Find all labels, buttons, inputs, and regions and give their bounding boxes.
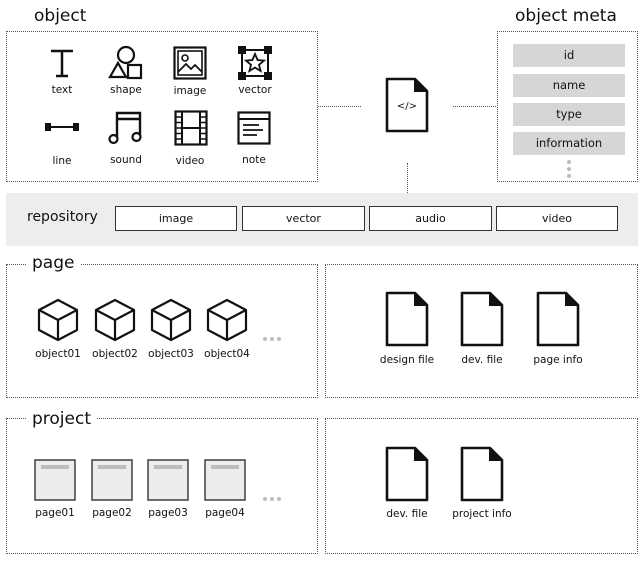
object-title: object (28, 6, 93, 26)
meta-field-type: type (513, 103, 625, 126)
meta-field-information: information (513, 132, 625, 155)
project-page-label: page02 (92, 507, 132, 519)
repository-title: repository (27, 209, 98, 225)
file-icon (460, 291, 504, 347)
more-objects-dots (263, 326, 284, 345)
image-icon (173, 46, 207, 80)
repository-item-audio[interactable]: audio (369, 206, 492, 231)
page-file-label: dev. file (461, 354, 503, 366)
project-title: project (26, 409, 98, 429)
project-page-label: page04 (205, 507, 245, 519)
line-icon (45, 123, 79, 131)
project-file-label: project info (452, 508, 512, 520)
object-item-label: note (242, 154, 266, 166)
more-meta-dots (567, 160, 571, 181)
object-item-label: image (173, 85, 207, 97)
file-icon (385, 291, 429, 347)
page-object-label: object04 (204, 348, 250, 360)
code-file-icon (385, 77, 429, 133)
page-files-panel (325, 264, 638, 398)
sound-icon (108, 111, 142, 145)
project-pages-panel (6, 418, 318, 554)
file-icon (385, 446, 429, 502)
file-icon (536, 291, 580, 347)
page-title: page (26, 253, 81, 273)
page-objects-panel (6, 264, 318, 398)
object-item-label: shape (110, 84, 142, 96)
object-item-label: video (175, 155, 205, 167)
cube-icon (150, 298, 192, 342)
page-thumbnail-icon (34, 459, 76, 501)
object-meta-title: object meta (509, 6, 623, 26)
page-object-label: object03 (148, 348, 194, 360)
page-object-label: object01 (35, 348, 81, 360)
file-icon (460, 446, 504, 502)
video-icon (174, 110, 208, 146)
connector-object-to-file (318, 106, 361, 107)
page-file-label: design file (379, 354, 435, 366)
object-item-label: line (52, 155, 72, 167)
object-panel (6, 31, 318, 182)
repository-item-video[interactable]: video (496, 206, 618, 231)
code-symbol: </> (396, 101, 418, 112)
object-item-label: text (51, 84, 73, 96)
object-item-label: sound (110, 154, 142, 166)
cube-icon (206, 298, 248, 342)
connector-file-to-repository (407, 163, 408, 193)
cube-icon (94, 298, 136, 342)
text-icon (51, 49, 73, 78)
page-file-label: page info (533, 354, 583, 366)
note-icon (237, 111, 271, 145)
meta-field-name: name (513, 74, 625, 97)
project-page-label: page03 (148, 507, 188, 519)
repository-item-image[interactable]: image (115, 206, 237, 231)
page-thumbnail-icon (204, 459, 246, 501)
page-thumbnail-icon (147, 459, 189, 501)
connector-file-to-meta (453, 106, 496, 107)
repository-item-vector[interactable]: vector (242, 206, 365, 231)
more-pages-dots (263, 486, 284, 505)
project-files-panel (325, 418, 638, 554)
object-item-label: vector (238, 84, 272, 96)
page-object-label: object02 (92, 348, 138, 360)
project-file-label: dev. file (386, 508, 428, 520)
object-meta-panel (497, 31, 638, 182)
vector-icon (238, 46, 272, 80)
shape-icon (108, 45, 143, 80)
cube-icon (37, 298, 79, 342)
page-thumbnail-icon (91, 459, 133, 501)
meta-field-id: id (513, 44, 625, 67)
project-page-label: page01 (35, 507, 75, 519)
